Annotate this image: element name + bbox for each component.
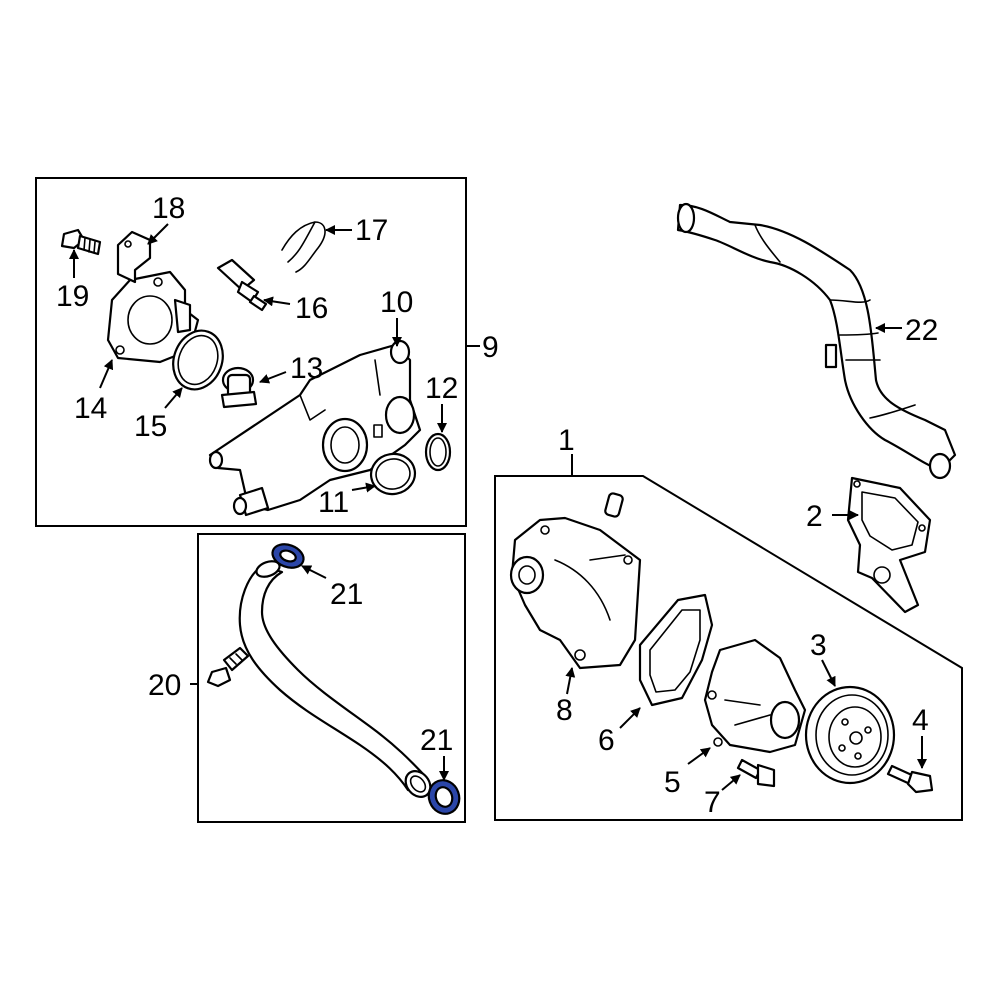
callout-15: 15	[134, 410, 167, 443]
leader-15	[164, 387, 183, 409]
callout-20: 20	[148, 669, 181, 702]
callout-9: 9	[482, 331, 499, 364]
leader-21a	[301, 565, 327, 579]
o-ring-21-lower-hole	[434, 786, 454, 808]
water-pipe-group-box	[197, 533, 466, 823]
leader-13	[259, 371, 287, 384]
water-pump-group-box	[494, 475, 963, 821]
callout-19: 19	[56, 280, 89, 313]
temp-sensor-part-16[interactable]	[216, 258, 268, 312]
bracket-part-18[interactable]	[116, 230, 152, 284]
o-ring-inner-edge	[177, 334, 219, 386]
callout-21-upper: 21	[330, 578, 363, 611]
leader-14	[99, 359, 114, 389]
callout-11: 11	[318, 486, 349, 519]
callout-2: 2	[806, 500, 823, 533]
leader-18	[147, 223, 169, 245]
callout-5: 5	[664, 766, 681, 799]
clip-part-17[interactable]	[281, 221, 326, 273]
gasket-part-11[interactable]	[368, 450, 418, 497]
thermostat-part-13[interactable]	[220, 366, 258, 409]
callout-12: 12	[425, 372, 458, 405]
bolt-part-7[interactable]	[736, 758, 776, 788]
leader-3	[821, 659, 836, 687]
callout-7: 7	[704, 786, 721, 819]
callout-17: 17	[355, 214, 388, 247]
thermostat-housing-group-box	[35, 177, 467, 527]
callout-4: 4	[912, 704, 929, 737]
bolt-part-19[interactable]	[60, 228, 102, 256]
bolt-part-20-group[interactable]	[206, 646, 250, 688]
pump-gasket-part-2[interactable]	[846, 476, 932, 614]
o-ring-part-15[interactable]	[165, 324, 231, 397]
gasket-part-6[interactable]	[638, 593, 714, 707]
leader-8	[565, 667, 576, 695]
callout-8: 8	[556, 694, 573, 727]
callout-18: 18	[152, 192, 185, 225]
leader-11	[351, 482, 376, 493]
callout-6: 6	[598, 724, 615, 757]
leader-5	[687, 747, 711, 765]
coolant-pipe-part-22[interactable]	[676, 202, 957, 480]
water-pump-part-5[interactable]	[703, 638, 807, 754]
callout-13: 13	[290, 352, 323, 385]
callout-1: 1	[558, 424, 575, 457]
callout-3: 3	[810, 629, 827, 662]
gasket-11-inner-edge	[375, 458, 411, 490]
callout-21-lower: 21	[420, 724, 453, 757]
callout-16: 16	[295, 292, 328, 325]
water-pipe-part-20[interactable]	[238, 558, 436, 801]
pulley-part-3[interactable]	[804, 685, 896, 785]
thermostat-cover-part-14[interactable]	[106, 270, 200, 364]
dowel-pin[interactable]	[604, 492, 624, 518]
thermostat-housing-part-10[interactable]	[208, 339, 422, 517]
callout-10: 10	[380, 286, 413, 319]
gasket-12-inner-edge	[429, 437, 447, 467]
leader-7	[721, 774, 741, 791]
bolt-part-4[interactable]	[886, 764, 934, 794]
water-pump-housing-part-8[interactable]	[509, 516, 642, 670]
callout-22: 22	[905, 314, 938, 347]
leader-16	[263, 296, 291, 307]
callout-14: 14	[74, 392, 107, 425]
leader-6	[619, 707, 641, 729]
o-ring-21-upper-hole	[279, 549, 297, 563]
